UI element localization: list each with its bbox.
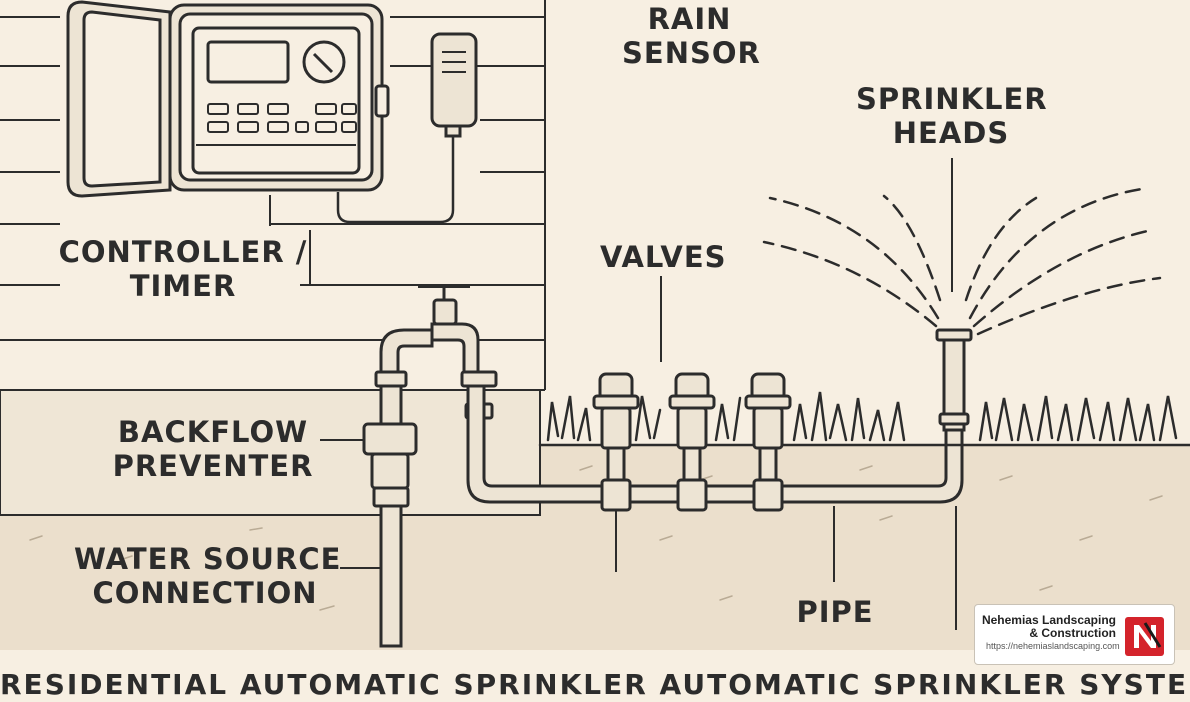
label-sprinkler-heads-line-1: SPRINKLER xyxy=(856,82,1048,116)
label-sprinkler-heads: SPRINKLER HEADS xyxy=(856,82,1048,150)
company-name-line-2: & Construction xyxy=(1029,626,1116,640)
logo-n-mark xyxy=(1134,622,1162,648)
label-backflow-preventer: BACKFLOW PREVENTER xyxy=(110,415,316,483)
rain-sensor-device xyxy=(336,32,478,224)
label-rain-sensor-line-1: RAIN xyxy=(647,2,732,36)
spray-arcs xyxy=(762,186,1162,336)
label-controller-timer-line-2: TIMER xyxy=(129,269,237,303)
label-backflow-preventer-line-1: BACKFLOW xyxy=(117,415,309,449)
sprinkler-head xyxy=(935,158,973,432)
valve-3 xyxy=(744,372,792,512)
label-water-source-line-2: CONNECTION xyxy=(92,576,318,610)
label-valves: VALVES xyxy=(600,240,727,274)
label-backflow-preventer-line-2: PREVENTER xyxy=(112,449,314,483)
house-siding xyxy=(0,0,546,391)
valve-2 xyxy=(668,372,716,512)
label-pipe-line-1: PIPE xyxy=(796,595,874,629)
water-supply-pipe xyxy=(320,328,434,648)
label-pipe: PIPE xyxy=(790,595,880,629)
company-logo-icon xyxy=(1125,617,1164,656)
label-valves-line-1: VALVES xyxy=(600,240,727,274)
valve-1 xyxy=(592,372,640,572)
footer-title: RESIDENTIAL AUTOMATIC SPRINKLER AUTOMATI… xyxy=(0,668,1190,701)
label-sprinkler-heads-line-2: HEADS xyxy=(892,116,1010,150)
label-water-source-connection: WATER SOURCE CONNECTION xyxy=(74,542,342,610)
foundation-wall xyxy=(0,389,541,516)
grass xyxy=(538,391,1190,447)
label-controller-timer-line-1: CONTROLLER / xyxy=(58,235,308,269)
company-name-line-1: Nehemias Landscaping xyxy=(981,613,1116,627)
controller-box xyxy=(66,0,390,226)
company-badge[interactable]: Nehemias Landscaping & Construction http… xyxy=(974,604,1175,665)
sprinkler-system-illustration xyxy=(0,0,1190,650)
label-controller-timer: CONTROLLER / TIMER xyxy=(58,235,308,303)
valve-assemblies xyxy=(592,276,792,572)
soil-speckles xyxy=(29,465,1163,611)
label-water-source-line-1: WATER SOURCE xyxy=(74,542,342,576)
label-rain-sensor-line-2: SENSOR xyxy=(622,36,761,70)
company-url[interactable]: https://nehemiaslandscaping.com xyxy=(986,641,1120,651)
label-rain-sensor: RAIN SENSOR xyxy=(622,2,761,70)
outdoor-faucet xyxy=(418,284,480,374)
